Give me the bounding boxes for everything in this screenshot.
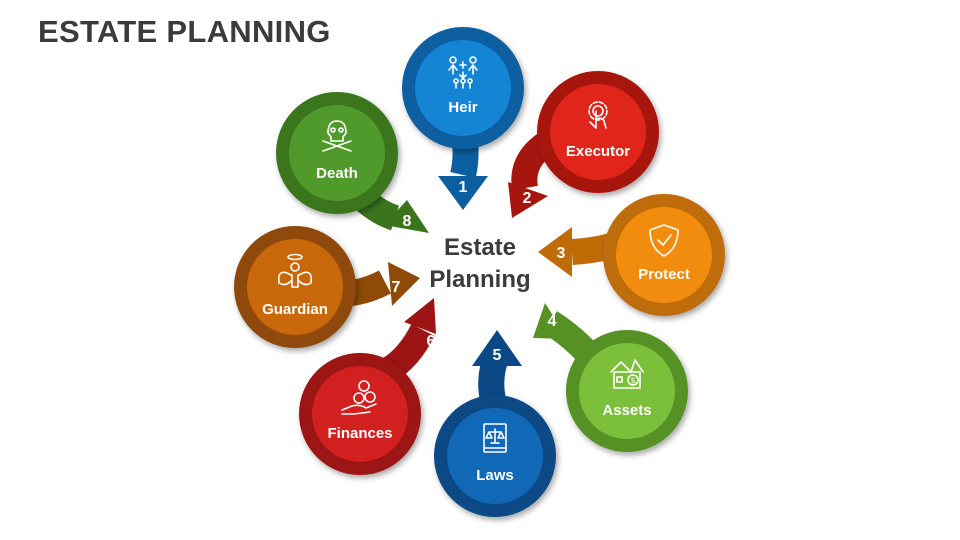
step-1-number: 1	[459, 179, 468, 196]
center-title-line-1: Estate	[443, 234, 517, 261]
step-5-node	[434, 395, 556, 517]
page-title: ESTATE PLANNING	[38, 14, 331, 49]
step-5-label: Laws	[476, 467, 514, 484]
step-2-arrowhead	[508, 182, 548, 218]
svg-text:$: $	[630, 376, 635, 385]
step-8-arrowhead	[384, 200, 429, 233]
step-8-node	[276, 92, 398, 214]
skull-crossbones-icon	[322, 120, 352, 152]
step-2-label: Executor	[566, 143, 630, 160]
step-5-number: 5	[493, 347, 502, 364]
step-3-node	[603, 194, 725, 316]
step-8-number: 8	[403, 213, 412, 230]
step-7-number: 7	[392, 279, 401, 296]
step-3-label: Protect	[638, 266, 690, 283]
step-6-arrowhead	[404, 298, 436, 334]
center-title: Estate Planning	[400, 232, 560, 296]
step-3-arrowhead	[538, 227, 572, 277]
law-book-icon	[483, 423, 507, 453]
step-4-arrowhead	[533, 303, 568, 339]
step-5-arrowhead	[472, 330, 522, 366]
step-7-label: Guardian	[262, 301, 328, 318]
step-labels: Heir Executor Protect Assets Laws Financ…	[262, 99, 690, 484]
step-1-arrowhead	[438, 176, 488, 210]
step-4-node	[566, 330, 688, 452]
family-icon	[448, 56, 478, 89]
step-4-number: 4	[548, 313, 557, 330]
hand-coins-icon	[341, 380, 377, 415]
step-6-label: Finances	[327, 425, 392, 442]
step-1-label: Heir	[448, 99, 477, 116]
angel-wings-icon	[277, 253, 313, 288]
step-2-node	[537, 71, 659, 193]
step-6-number: 6	[427, 333, 436, 350]
step-3-number: 3	[557, 245, 566, 262]
step-8-label: Death	[316, 165, 358, 182]
house-dollar-icon: $	[610, 359, 644, 389]
gear-hand-icon	[588, 101, 608, 129]
step-4-label: Assets	[602, 402, 651, 419]
step-2-number: 2	[523, 190, 532, 207]
step-7-arrowhead	[388, 262, 420, 306]
step-numbers: 1 2 3 4 5 6 7 8	[392, 179, 566, 364]
step-circles	[234, 27, 725, 517]
center-title-line-2: Planning	[429, 266, 531, 293]
arrow-heads	[384, 176, 572, 366]
shield-check-icon	[649, 224, 679, 257]
